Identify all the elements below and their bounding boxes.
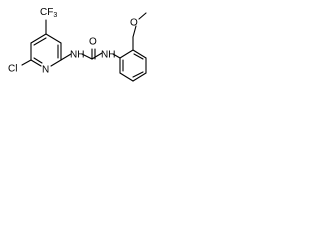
- bond-carbonyl-to-nh: [91, 52, 103, 60]
- bond-nh-to-carbonyl: [81, 53, 93, 60]
- cf3-label: CF3: [40, 7, 57, 19]
- ring-double-bond-n1-c6: [33, 57, 43, 64]
- cf3-subscript: 3: [53, 12, 57, 19]
- bond-o-lower: [132, 25, 137, 38]
- ring-bond-c5-c4: [30, 33, 47, 44]
- phenyl-ring: [119, 49, 147, 82]
- bond-nh-to-phenyl: [112, 53, 121, 59]
- bond-o-to-methyl: [138, 12, 147, 20]
- carbonyl-oxygen-label: O: [89, 37, 97, 48]
- phenyl-double-bond-2: [133, 53, 144, 60]
- phenyl-bond-4: [132, 72, 147, 82]
- ring-double-bond-c5-c4: [33, 37, 47, 46]
- phenyl-double-bond-4: [132, 71, 144, 78]
- ring-bond-c2-n1: [50, 59, 62, 67]
- chlorine-label: Cl: [8, 64, 17, 75]
- ring-nitrogen-label: N: [42, 65, 49, 76]
- ring-bond-c4-c3: [45, 33, 62, 44]
- phenyl-bond-2: [132, 49, 147, 59]
- pyridine-ring: [30, 33, 62, 67]
- bond-ring-to-nh: [60, 53, 72, 61]
- amide-nh-right-label: NH: [101, 50, 115, 61]
- bond-ring-to-cl: [21, 59, 32, 66]
- ring-bond-n1-c6: [30, 59, 42, 67]
- amide-nh-left-label: NH: [70, 50, 84, 61]
- cf3-text: CF: [40, 7, 53, 18]
- phenyl-bond-5: [119, 72, 134, 82]
- methoxy-oxygen-label: O: [130, 18, 138, 29]
- chemical-structure-diagram: CF3 Cl N NH O NH O: [8, 7, 147, 82]
- phenyl-bond-1: [119, 49, 134, 59]
